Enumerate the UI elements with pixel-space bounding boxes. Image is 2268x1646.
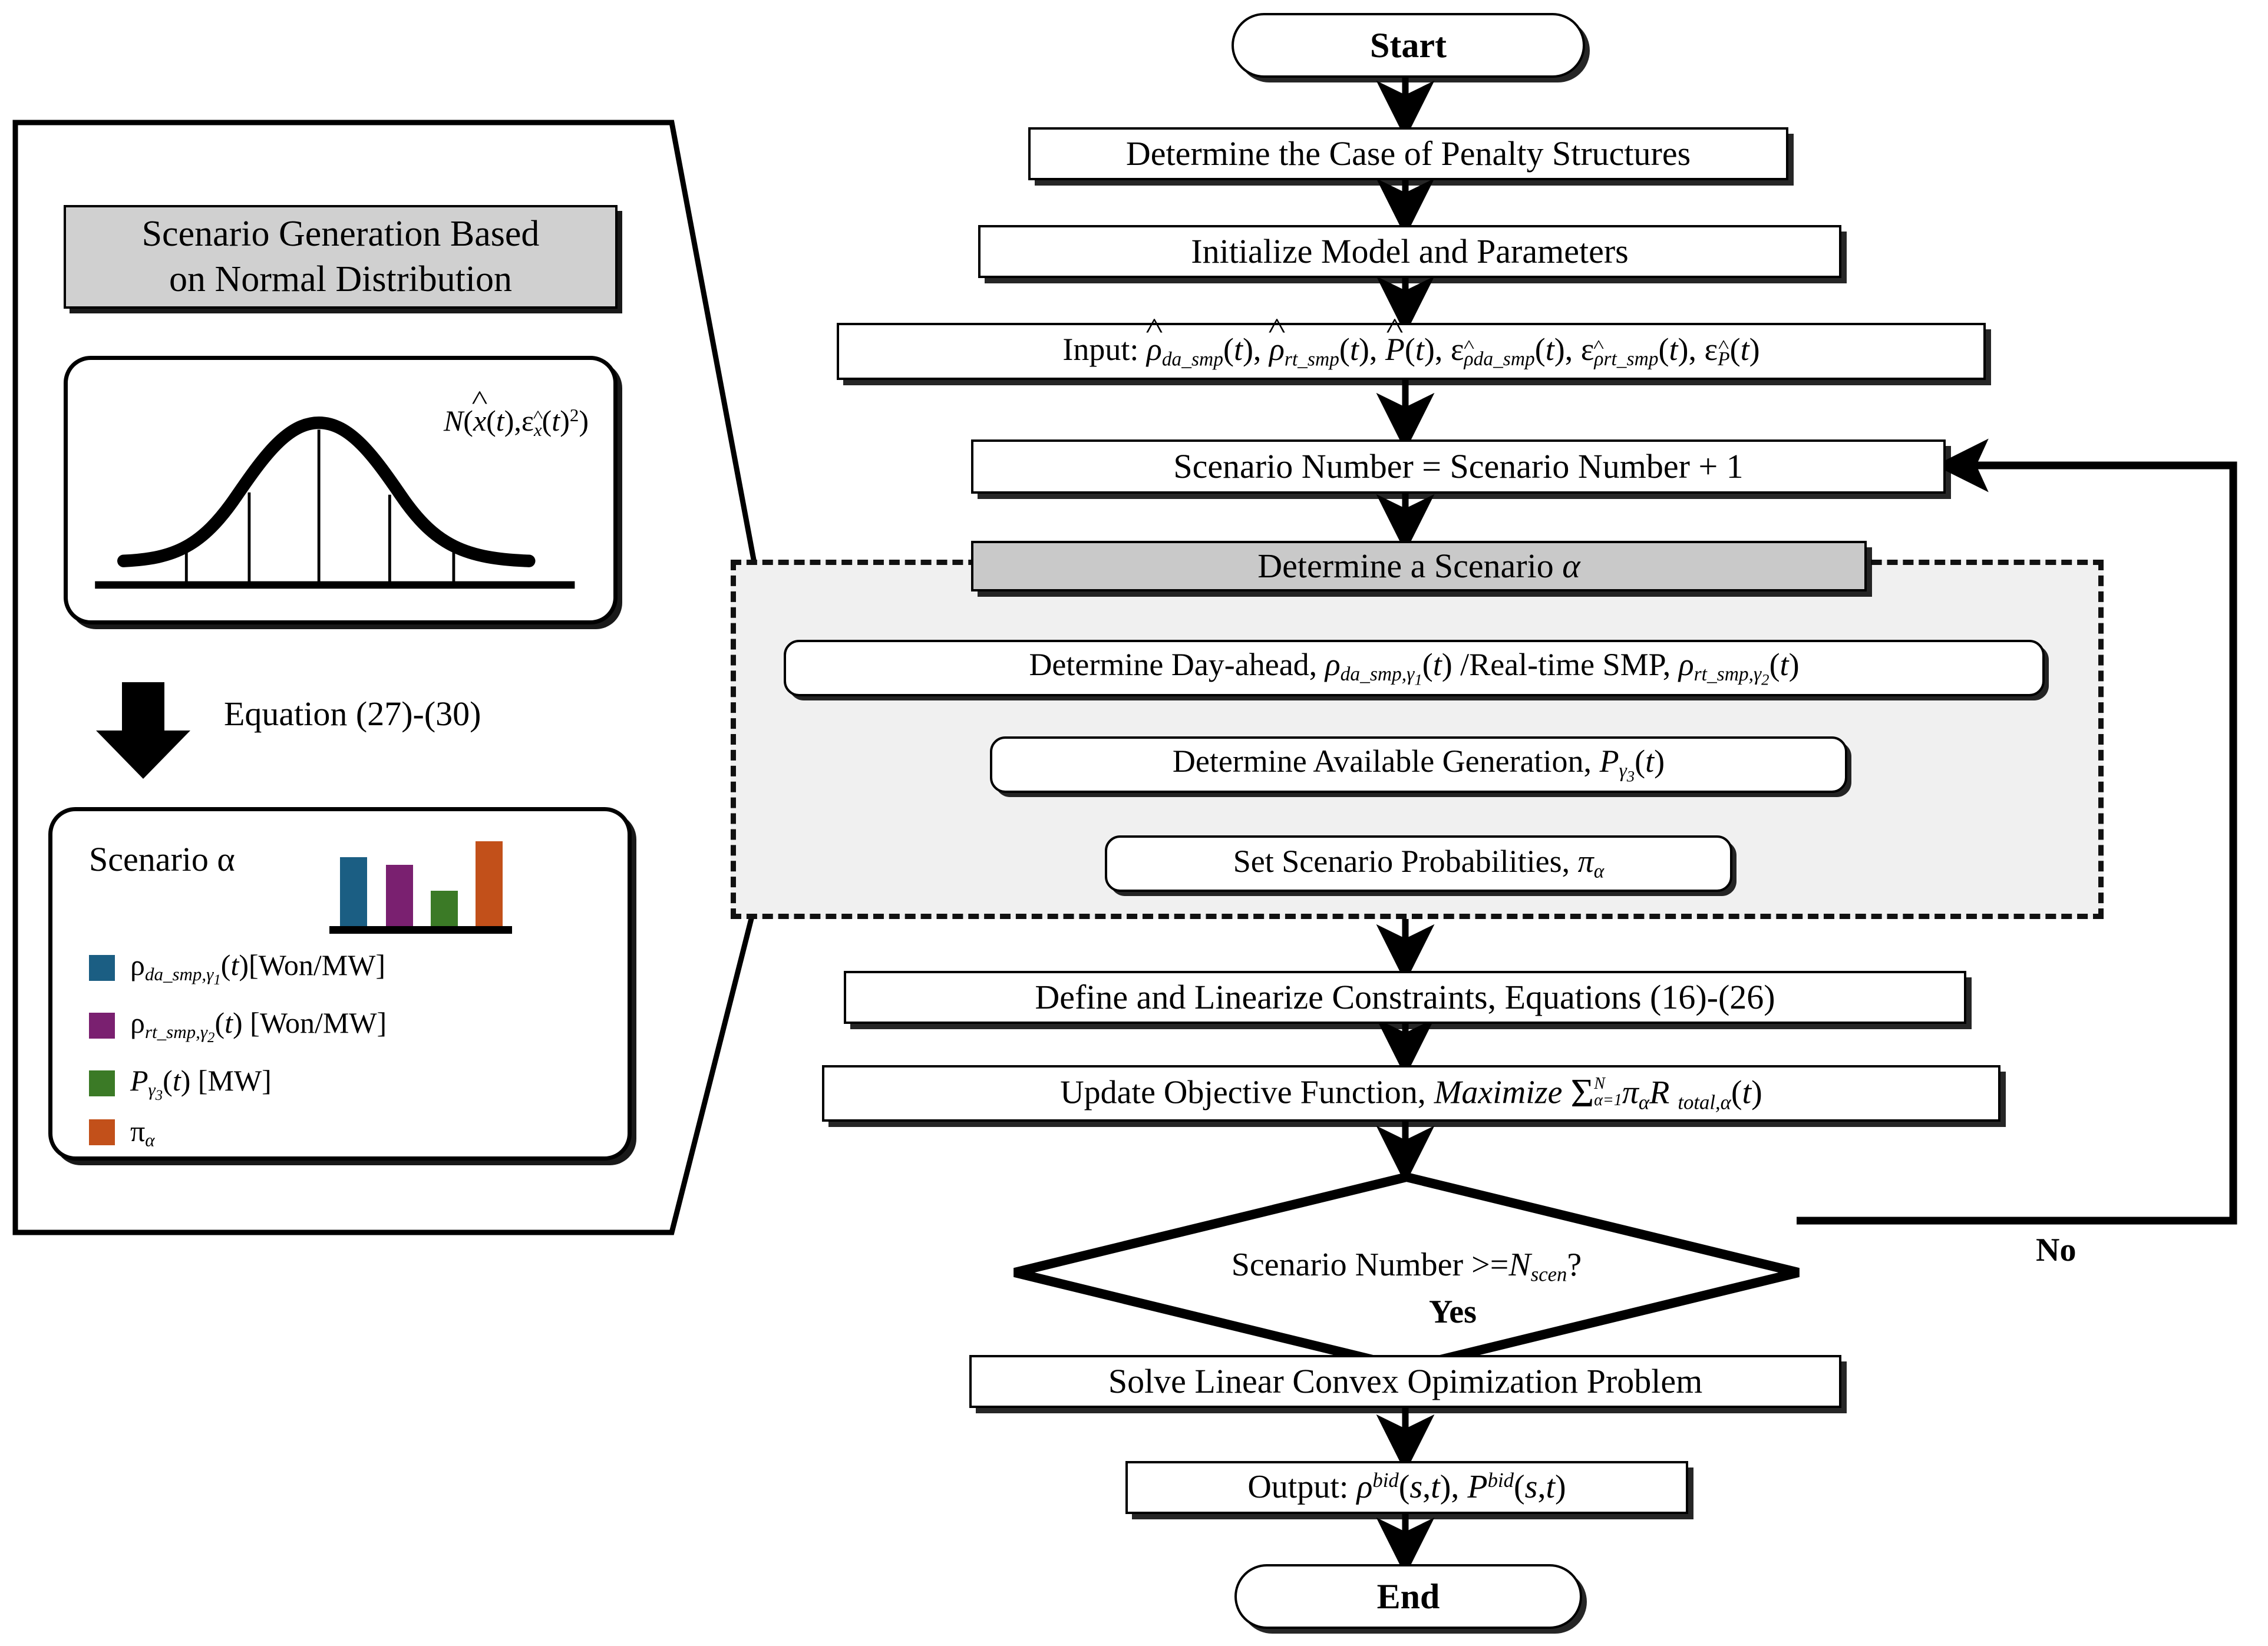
legend-swatch-probability (89, 1119, 115, 1146)
legend-item-generation: Pγ3(t) [MW] (89, 1063, 272, 1104)
node-solve-optimization[interactable]: Solve Linear Convex Opimization Problem (969, 1355, 1841, 1408)
legend-item-rt-smp: ρrt_smp,γ2(t) [Won/MW] (89, 1006, 387, 1046)
node-decision-label: Scenario Number >=Nscen? (1231, 1247, 1582, 1286)
node-initialize-model[interactable]: Initialize Model and Parameters (978, 225, 1841, 278)
node-input-label: Input: ρda_smp(t), ρrt_smp(t), P(t), ερd… (1052, 332, 1770, 371)
legend-label-rt-smp: ρrt_smp,γ2(t) [Won/MW] (130, 1006, 387, 1046)
scenario-card-title: Scenario α (89, 840, 235, 878)
node-determine-smp[interactable]: Determine Day-ahead, ρda_smp,γ1(t) /Real… (784, 640, 2045, 696)
legend-swatch-rt-smp (89, 1013, 115, 1039)
node-output[interactable]: Output: ρbid(s,t), Pbid(s,t) (1125, 1461, 1688, 1514)
loop-arrow-no (1797, 438, 2237, 1225)
bar-da-smp (340, 857, 367, 928)
node-scenario-probabilities[interactable]: Set Scenario Probabilities, πα (1105, 835, 1732, 892)
node-determine-scenario-label: Determine a Scenario α (1257, 547, 1580, 586)
node-constraints[interactable]: Define and Linearize Constraints, Equati… (844, 971, 1966, 1024)
node-start[interactable]: Start (1232, 13, 1585, 78)
left-panel-header: Scenario Generation Based on Normal Dist… (64, 205, 618, 309)
node-solve-optimization-label: Solve Linear Convex Opimization Problem (1108, 1362, 1703, 1401)
node-scenario-probabilities-label: Set Scenario Probabilities, πα (1233, 844, 1605, 883)
node-output-label: Output: ρbid(s,t), Pbid(s,t) (1247, 1469, 1566, 1506)
branch-label-no: No (2036, 1232, 2076, 1268)
node-determine-scenario[interactable]: Determine a Scenario α (971, 541, 1867, 591)
bar-probability (476, 841, 503, 928)
legend-label-da-smp: ρda_smp,γ1(t)[Won/MW] (130, 948, 386, 988)
node-determine-penalty[interactable]: Determine the Case of Penalty Structures (1028, 127, 1788, 180)
bar-rt-smp (386, 865, 413, 928)
normal-distribution-formula: N(x(t),εx(t)2) (444, 404, 589, 441)
normal-distribution-curve (95, 416, 575, 589)
node-available-generation[interactable]: Determine Available Generation, Pγ3(t) (990, 736, 1847, 793)
node-input[interactable]: Input: ρda_smp(t), ρrt_smp(t), P(t), ερd… (837, 323, 1986, 380)
left-panel-header-line2: on Normal Distribution (169, 259, 513, 299)
legend-item-da-smp: ρda_smp,γ1(t)[Won/MW] (89, 948, 385, 989)
bar-generation (431, 891, 458, 928)
node-start-label: Start (1370, 26, 1447, 65)
equation-note: Equation (27)-(30) (224, 695, 481, 733)
node-input-prefix: Input: (1062, 331, 1147, 367)
node-end[interactable]: End (1234, 1564, 1582, 1629)
legend-item-probability: πα (89, 1114, 155, 1151)
node-output-prefix: Output: (1247, 1469, 1357, 1506)
node-constraints-label: Define and Linearize Constraints, Equati… (1035, 978, 1775, 1017)
normal-distribution-card: N(x(t),εx(t)2) (64, 356, 618, 624)
scenario-bar-chart (329, 821, 512, 938)
legend-swatch-da-smp (89, 955, 115, 981)
node-scenario-counter-label: Scenario Number = Scenario Number + 1 (1173, 447, 1744, 486)
node-scenario-counter[interactable]: Scenario Number = Scenario Number + 1 (971, 439, 1946, 494)
node-end-label: End (1376, 1577, 1440, 1616)
down-arrow-icon (96, 682, 190, 779)
legend-label-probability: πα (130, 1115, 155, 1151)
legend-swatch-generation (89, 1070, 115, 1097)
node-available-generation-label: Determine Available Generation, Pγ3(t) (1172, 743, 1665, 785)
scenario-card: Scenario α ρda_smp,γ1(t)[Won/MW] ρrt_smp… (48, 807, 632, 1161)
branch-label-yes: Yes (1429, 1294, 1477, 1330)
node-determine-penalty-label: Determine the Case of Penalty Structures (1125, 134, 1691, 173)
legend-label-generation: Pγ3(t) [MW] (130, 1064, 272, 1103)
node-determine-smp-label: Determine Day-ahead, ρda_smp,γ1(t) /Real… (1029, 646, 1800, 689)
node-initialize-model-label: Initialize Model and Parameters (1191, 232, 1629, 271)
left-panel-header-line1: Scenario Generation Based (141, 213, 540, 254)
bar-chart-baseline (329, 926, 512, 934)
